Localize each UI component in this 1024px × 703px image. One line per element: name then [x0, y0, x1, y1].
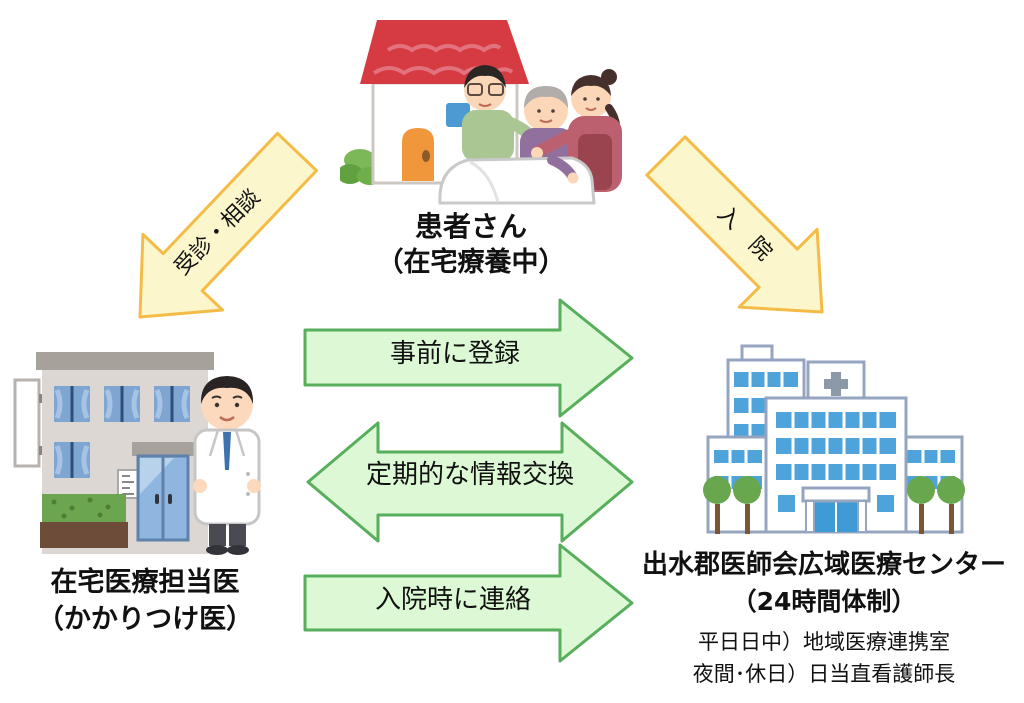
hospital-subtitle: （24時間体制）: [731, 587, 917, 616]
clinic-sign: [13, 378, 41, 468]
hospital-windows: [776, 412, 896, 480]
admission-arrow: [645, 135, 824, 314]
house-icon: [340, 20, 529, 185]
clinic-roof-trim: [36, 352, 214, 370]
exchange-arrow: [306, 421, 634, 543]
hedge-icon: [42, 494, 126, 522]
hospital-note-weekday: 平日日中）地域医療連携室: [698, 630, 950, 654]
patient-home-illustration: [340, 20, 622, 205]
clinic-windows: [54, 386, 190, 478]
hospital-note-night: 夜間･休日）日当直看護師長: [692, 662, 956, 686]
register-arrow-label: 事前に登録: [389, 339, 520, 369]
register-arrow: [303, 298, 634, 418]
home-doctor-subtitle: （かかりつけ医）: [36, 604, 254, 635]
hospital-canopy: [801, 486, 871, 503]
necktie-icon: [223, 432, 231, 470]
house-roof: [360, 20, 529, 84]
patient-subtitle: （在宅療養中）: [376, 247, 566, 278]
tree-icon: [703, 476, 965, 534]
consult-arrow: [138, 131, 318, 319]
exchange-arrow-label: 定期的な情報交換: [365, 460, 574, 490]
patient-title: 患者さん: [414, 210, 527, 243]
futon-icon: [438, 155, 596, 205]
doctor-icon: [193, 376, 261, 555]
notify-arrow-label: 入院時に連絡: [374, 585, 531, 615]
entrance-canopy: [132, 442, 194, 456]
hospital-title: 出水郡医師会広域医療センター: [641, 550, 1006, 580]
notify-arrow: [303, 543, 634, 663]
glasses-icon: [467, 83, 483, 96]
house-door: [402, 128, 434, 181]
clinic-building-icon: [13, 352, 214, 554]
hospital-illustration: [703, 344, 965, 534]
home-doctor-title: 在宅医療担当医: [50, 567, 240, 598]
planter: [40, 522, 128, 548]
hospital-building-icon: [703, 344, 965, 534]
clinic-illustration: [13, 352, 261, 555]
medical-cross-icon: [824, 372, 848, 396]
